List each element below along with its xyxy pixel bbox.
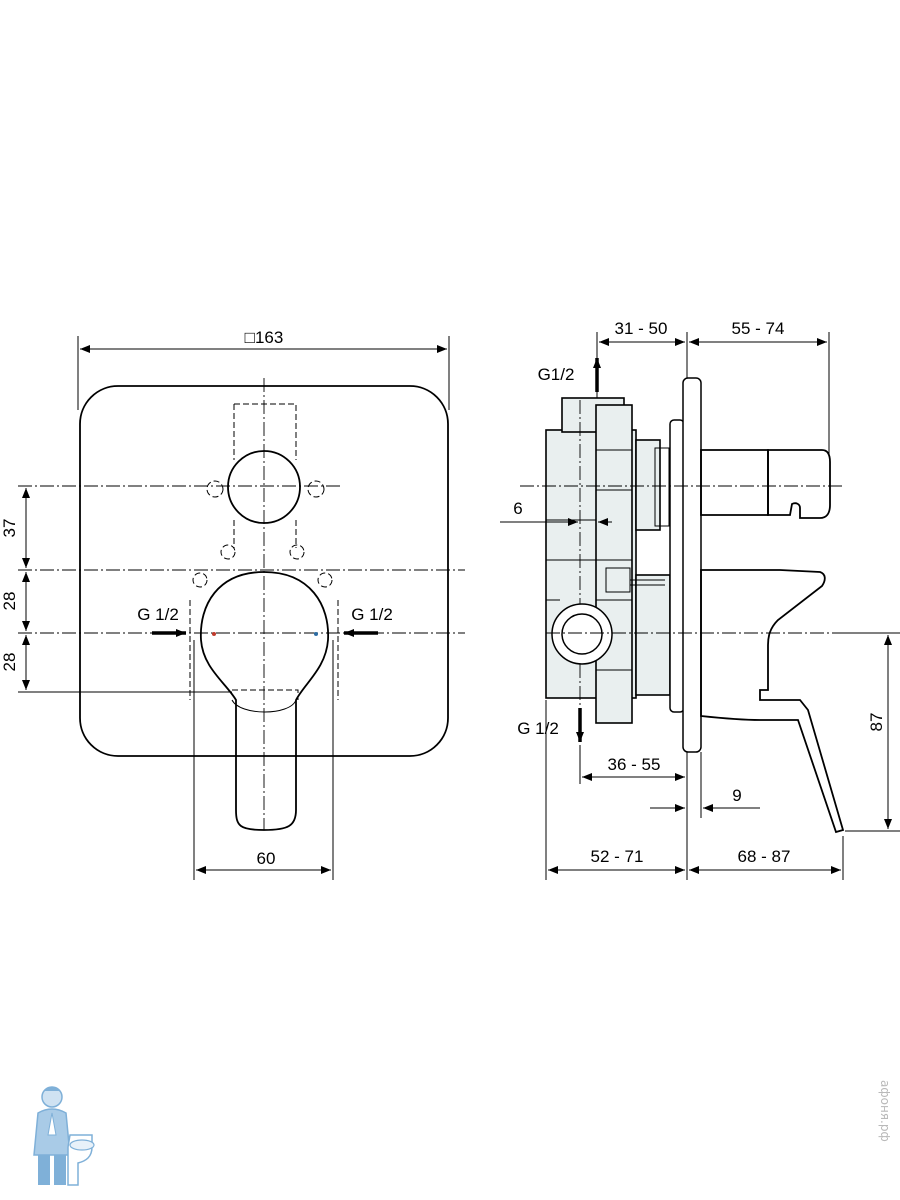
- right-inlet-label: G 1/2: [351, 605, 393, 624]
- plumber-logo: [33, 1086, 95, 1186]
- dim-28-upper-label: 28: [0, 592, 19, 611]
- hidden-body-outline: [189, 403, 339, 700]
- dim-37-label: 37: [0, 519, 19, 538]
- diverter-ring: [227, 450, 301, 524]
- handle-width-label: 60: [257, 849, 276, 868]
- diverter-knob: [767, 449, 831, 519]
- site-watermark: афоня.рф: [872, 1080, 894, 1180]
- dim-31-50-label: 31 - 50: [615, 319, 668, 338]
- dim-28-lower-label: 28: [0, 653, 19, 672]
- dim-52-71-label: 52 - 71: [591, 847, 644, 866]
- width-label: □163: [245, 328, 284, 347]
- front-view: □163 G 1/2 G 1/2 37 28: [0, 328, 465, 880]
- lever-side: [700, 569, 845, 834]
- dim-68-87-label: 68 - 87: [738, 847, 791, 866]
- diverter-spindle: [700, 449, 769, 516]
- hot-indicator: [212, 632, 216, 636]
- lever-handle: [200, 571, 329, 831]
- side-view: 31 - 50 55 - 74 G1/2: [500, 319, 900, 880]
- cover-plate-side: [682, 377, 702, 753]
- top-outlet-label: G1/2: [538, 365, 575, 384]
- left-inlet-label: G 1/2: [137, 605, 179, 624]
- dim-9-label: 9: [732, 786, 741, 805]
- cold-indicator: [314, 632, 318, 636]
- dim-6-label: 6: [513, 499, 522, 518]
- bottom-outlet-label: G 1/2: [517, 719, 559, 738]
- dim-36-55-label: 36 - 55: [608, 755, 661, 774]
- watermark-text: афоня.рф: [878, 1080, 892, 1142]
- dim-87-label: 87: [867, 713, 886, 732]
- dim-55-74-label: 55 - 74: [732, 319, 785, 338]
